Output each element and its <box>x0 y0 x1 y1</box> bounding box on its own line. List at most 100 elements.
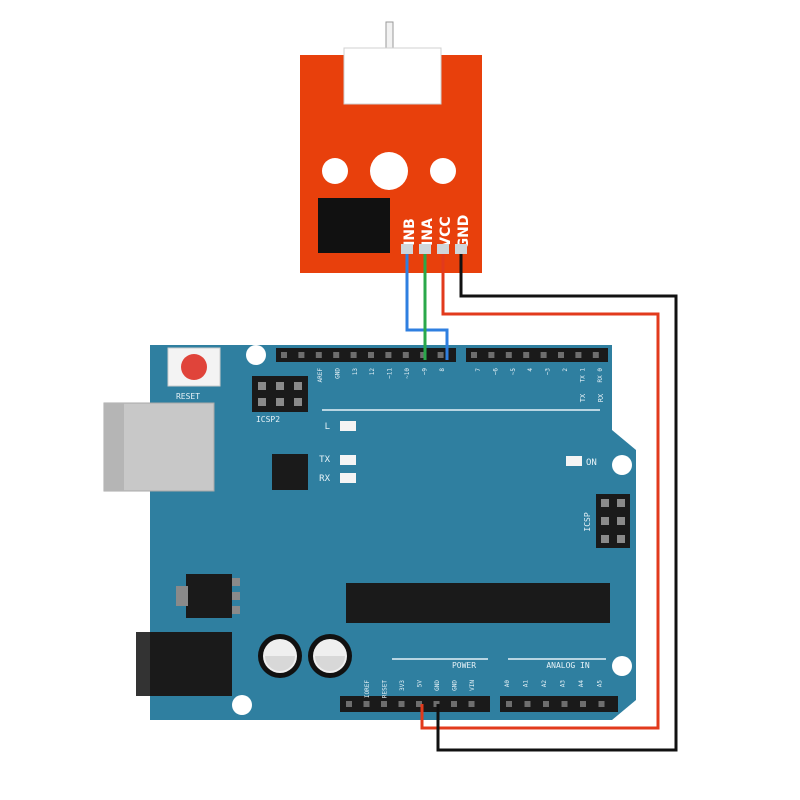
wire-vcc-red <box>420 254 660 730</box>
digital-pin-2-label: 7 <box>475 368 482 372</box>
driver-chip <box>318 198 390 253</box>
digital-header-right-pin <box>592 352 599 358</box>
regulator-tab <box>176 586 188 606</box>
reset-label: RESET <box>176 392 200 401</box>
analog-header-pin <box>524 701 531 707</box>
analog-header-pin <box>543 701 549 707</box>
pin-ina <box>419 244 431 254</box>
digital-header-left-pin <box>385 352 392 358</box>
digital-pin-label: 8 <box>439 368 446 372</box>
digital-pin-label: 13 <box>352 368 359 376</box>
power-header-pin <box>363 701 370 707</box>
digital-header-right-pin <box>558 352 564 358</box>
mount-hole-center <box>370 152 408 190</box>
power-title: POWER <box>452 661 476 670</box>
analog-header-pin <box>506 701 512 707</box>
led-l <box>340 421 356 431</box>
pin-vcc <box>437 244 449 254</box>
analog-pin-label: A0 <box>504 680 511 688</box>
digital-header-left-pin <box>350 352 357 358</box>
digital-header-left-pin <box>281 352 287 358</box>
analog-pin-label: A4 <box>578 680 585 688</box>
led-on <box>566 456 582 466</box>
usb-port-edge <box>104 403 124 491</box>
power-pin-label: 5V <box>417 680 424 688</box>
voltage-regulator <box>186 574 232 618</box>
digital-header-left-pin <box>437 352 444 358</box>
digital-pin-label: ~9 <box>421 368 428 376</box>
analog-pin-label: A3 <box>560 680 567 688</box>
digital-header-right-pin <box>488 352 495 358</box>
pin-inb <box>401 244 413 254</box>
digital-pin-2-label: RX 0 <box>597 368 604 383</box>
icsp-header <box>596 494 630 548</box>
digital-pin-label: GND <box>334 368 341 379</box>
digital-header-right-pin <box>575 352 582 358</box>
reset-button-cap <box>181 354 207 380</box>
icsp-label: ICSP <box>583 512 592 531</box>
analog-pin-label: A1 <box>523 680 530 688</box>
board-pcb <box>150 345 636 720</box>
power-pin-label: RESET <box>382 680 389 698</box>
digital-pin-2-label: ~6 <box>492 368 499 376</box>
digital-pin-2-label: 4 <box>527 368 534 372</box>
power-header-pin <box>468 701 475 707</box>
power-pin-label: GND <box>434 680 441 691</box>
digital-header-left-pin <box>402 352 409 358</box>
analog-pin-label: A2 <box>541 680 548 688</box>
led-tx-label: TX <box>319 455 330 465</box>
icsp2-label: ICSP2 <box>256 415 280 424</box>
pin-label-gnd: GND <box>456 215 472 250</box>
digital-header-left-pin <box>333 352 340 358</box>
analog-header-pin <box>561 701 568 707</box>
mount-hole-right <box>430 158 456 184</box>
power-header <box>340 696 490 712</box>
arduino-board: RESET ICSP2 L TX RX ON <box>103 345 636 720</box>
digital-header-left-pin <box>315 352 322 358</box>
motor-driver-module: INB INA VCC GND <box>300 21 482 273</box>
digital-pin-2-label: TX 1 <box>579 368 586 383</box>
led-tx <box>340 455 356 465</box>
motor-body <box>343 47 442 105</box>
digital-header-right-pin <box>471 352 477 358</box>
digital-pin-label: ~11 <box>387 368 394 379</box>
analog-title: ANALOG IN <box>546 661 590 670</box>
power-pin-label: VIN <box>469 680 476 691</box>
digital-header-right-pin <box>540 352 547 358</box>
digital-pin-2-label: ~3 <box>545 368 552 376</box>
analog-header-pin <box>580 701 586 707</box>
led-l-label: L <box>325 422 330 432</box>
pin-label-ina: INA <box>420 218 436 246</box>
digital-header-left-pin <box>420 352 427 358</box>
digital-header-left-pin <box>368 352 374 358</box>
power-pin-label: IOREF <box>364 680 371 698</box>
led-rx-label: RX <box>319 474 330 484</box>
pin-label-vcc: VCC <box>438 216 454 247</box>
motor-shaft <box>385 21 394 51</box>
power-header-pin <box>416 701 422 707</box>
digital-header-right <box>466 348 608 362</box>
tx-pin-label: TX <box>579 393 587 402</box>
board-hole-right-bottom <box>612 656 632 676</box>
board-hole-right-top <box>612 455 632 475</box>
analog-header <box>500 696 618 712</box>
digital-header-right-pin <box>523 352 530 358</box>
digital-header-left <box>276 348 456 362</box>
power-header-pin <box>398 701 405 707</box>
on-label: ON <box>586 458 597 468</box>
wire-inb-blue <box>405 254 449 360</box>
power-pin-label: GND <box>452 680 459 691</box>
pin-gnd <box>455 244 467 254</box>
analog-header-pin <box>598 701 605 707</box>
board-hole-top-left <box>246 345 266 365</box>
digital-pin-label: ~10 <box>404 368 411 379</box>
power-jack <box>136 632 232 696</box>
microcontroller-chip <box>346 583 610 623</box>
analog-pin-label: A5 <box>597 680 604 688</box>
digital-header-right-pin <box>505 352 512 358</box>
wires <box>405 254 678 752</box>
power-header-pin <box>381 701 387 707</box>
power-header-pin <box>451 701 457 707</box>
pin-label-inb: INB <box>402 218 418 246</box>
